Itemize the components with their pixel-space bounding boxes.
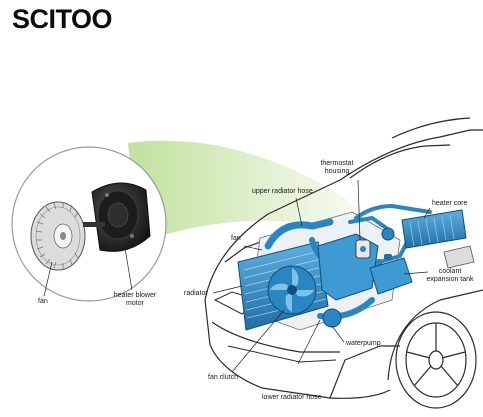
car-outline xyxy=(204,117,483,399)
leader-fan-left xyxy=(43,261,53,297)
label-heater-blower-motor: heater blower motor xyxy=(113,292,157,307)
label-coolant-expansion-tank: coolant expansion tank xyxy=(426,268,474,283)
heater-core-shape xyxy=(401,209,475,269)
thermostat-housing-shape xyxy=(355,239,371,259)
engine-fan-shape xyxy=(267,265,317,315)
leader-lines xyxy=(212,179,431,373)
label-fan-inset: fan xyxy=(38,298,48,305)
blower-motor-icon xyxy=(83,182,151,252)
car-blower-spot xyxy=(381,227,395,241)
leader-blower-motor xyxy=(124,247,133,291)
highlight-beam xyxy=(128,140,378,243)
brand-logo: SCITOO xyxy=(12,4,113,34)
label-lower-radiator-hose: lower radiator hose xyxy=(262,394,322,401)
coolant-tank-shape xyxy=(369,254,413,295)
waterpump-shape xyxy=(322,308,342,328)
bumper-grille xyxy=(227,345,337,363)
front-wheel xyxy=(395,311,477,409)
blower-wheel-icon xyxy=(30,201,86,271)
label-upper-radiator-hose: upper radiator hose xyxy=(252,188,313,195)
label-thermostat-housing: thermostat housing xyxy=(320,160,354,175)
label-heater-core: heater core xyxy=(432,200,468,207)
label-fan-clutch: fan clutch xyxy=(208,374,238,381)
label-waterpump: waterpump xyxy=(346,340,381,347)
label-radiator: radiator xyxy=(184,290,208,297)
label-fan: fan xyxy=(231,235,241,242)
